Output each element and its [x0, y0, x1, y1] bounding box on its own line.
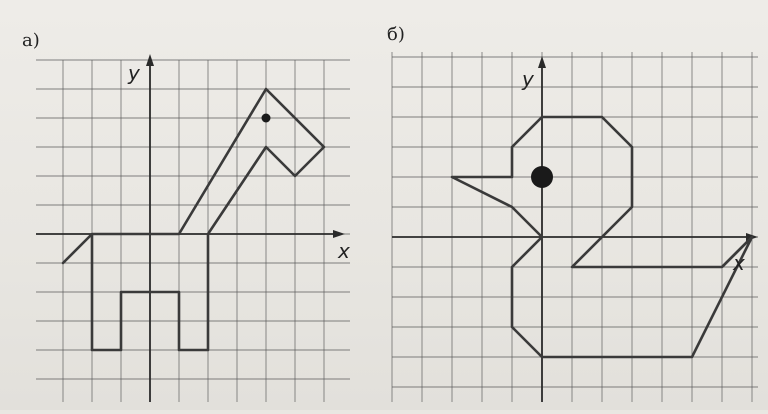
- panel-b-x-label: x: [732, 251, 745, 275]
- panel-b-label: б): [387, 24, 405, 45]
- giraffe-figure: [61, 87, 326, 352]
- giraffe-eye: [261, 113, 271, 123]
- panel-b-grid: [391, 52, 758, 402]
- panel-a-x-arrow: [333, 230, 345, 238]
- duck-tail-segment: [721, 236, 753, 268]
- duck-eye: [531, 166, 553, 188]
- panel-a-y-label: y: [127, 61, 141, 85]
- duck-figure: [450, 115, 754, 359]
- panel-b-axes: [392, 56, 758, 402]
- panel-b-y-label: y: [521, 67, 535, 91]
- panel-b-y-arrow: [538, 56, 546, 68]
- panel-b-duck: б) x y: [387, 24, 758, 402]
- panel-a-label: а): [22, 30, 40, 51]
- panel-a-grid: [36, 59, 350, 402]
- panel-a-x-label: x: [337, 239, 350, 263]
- panel-a-giraffe: а) x y: [22, 30, 350, 402]
- panel-a-y-arrow: [146, 54, 154, 66]
